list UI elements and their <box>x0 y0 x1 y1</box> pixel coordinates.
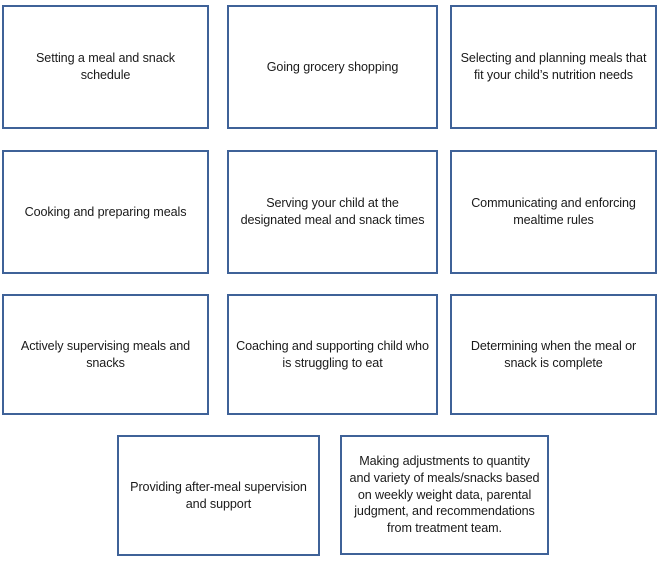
diagram-box-label: Coaching and supporting child who is str… <box>236 338 429 370</box>
diagram-box-label: Setting a meal and snack schedule <box>35 51 175 82</box>
diagram-box-label: Going grocery shopping <box>266 59 399 74</box>
diagram-box[interactable]: Coaching and supporting child who is str… <box>227 294 438 415</box>
diagram-box[interactable]: Actively supervising meals and snacks <box>2 294 209 415</box>
diagram-box-label: Providing after-meal supervision and sup… <box>130 479 307 511</box>
diagram-box[interactable]: Setting a meal and snack schedule <box>2 5 209 129</box>
diagram-box[interactable]: Selecting and planning meals that fit yo… <box>450 5 657 129</box>
diagram-box-label: Serving your child at the designated mea… <box>240 196 425 227</box>
diagram-box-label: Selecting and planning meals that fit yo… <box>460 51 647 82</box>
diagram-box[interactable]: Going grocery shopping <box>227 5 438 129</box>
diagram-box-label: Making adjustments to quantity and varie… <box>349 454 540 535</box>
diagram-box[interactable]: Communicating and enforcing mealtime rul… <box>450 150 657 274</box>
diagram-box[interactable]: Serving your child at the designated mea… <box>227 150 438 274</box>
diagram-box-label: Communicating and enforcing mealtime rul… <box>471 196 636 227</box>
diagram-box[interactable]: Determining when the meal or snack is co… <box>450 294 657 415</box>
diagram-box-label: Determining when the meal or snack is co… <box>470 338 637 370</box>
diagram-box[interactable]: Cooking and preparing meals <box>2 150 209 274</box>
diagram-box-label: Actively supervising meals and snacks <box>20 338 191 370</box>
diagram-box[interactable]: Making adjustments to quantity and varie… <box>340 435 549 555</box>
diagram-box-label: Cooking and preparing meals <box>24 204 187 219</box>
diagram-box[interactable]: Providing after-meal supervision and sup… <box>117 435 320 556</box>
